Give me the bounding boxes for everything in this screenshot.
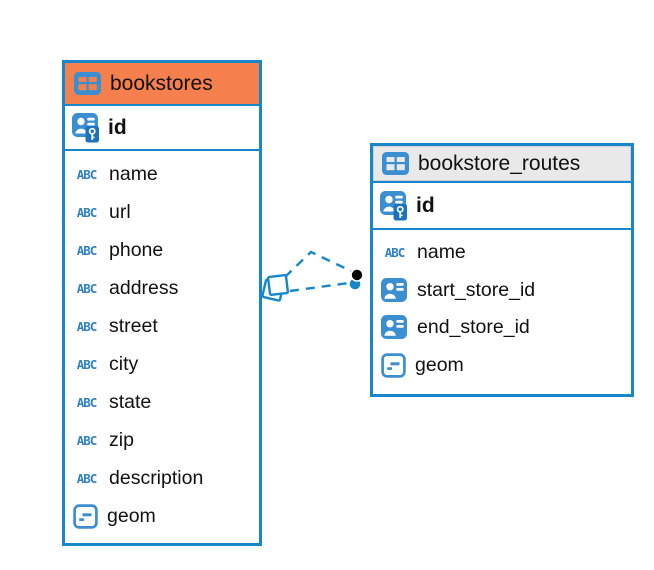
text-type-icon: ABC <box>76 242 98 258</box>
field-label: name <box>109 162 158 185</box>
field-label: phone <box>109 238 164 261</box>
table-title: bookstores <box>110 71 213 95</box>
field-label: url <box>109 200 131 223</box>
field-label: state <box>109 390 152 413</box>
text-type-icon: ABC <box>76 318 98 334</box>
double-square-marker[interactable] <box>261 273 290 302</box>
row-routes-id[interactable]: id <box>373 183 631 230</box>
field-label: zip <box>109 428 134 451</box>
person-key-icon <box>380 190 408 221</box>
table-bookstore-routes-header[interactable]: bookstore_routes <box>373 146 631 183</box>
text-type-icon: ABC <box>76 204 98 220</box>
row-routes-geom[interactable]: geom <box>373 347 631 385</box>
table-bookstores-header[interactable]: bookstores <box>65 63 259 106</box>
row-bookstores-geom[interactable]: geom <box>65 497 259 535</box>
row-bookstores-name[interactable]: ABC name <box>65 155 259 193</box>
table-bookstore-routes[interactable]: bookstore_routes id ABC <box>370 143 634 397</box>
field-list: ABC name start_store_id <box>373 230 631 388</box>
relationship-line[interactable] <box>284 250 352 278</box>
table-title: bookstore_routes <box>418 151 581 175</box>
field-label: description <box>109 466 204 489</box>
text-type-icon: ABC <box>76 470 98 486</box>
text-type-icon: ABC <box>76 166 98 182</box>
row-bookstores-address[interactable]: ABC address <box>65 269 259 307</box>
text-type-icon: ABC <box>384 245 406 261</box>
field-list: ABC name ABC url ABC phone ABC address A… <box>65 151 259 539</box>
row-bookstores-street[interactable]: ABC street <box>65 307 259 345</box>
field-label: end_store_id <box>417 316 530 339</box>
field-label: geom <box>415 353 464 376</box>
field-label: city <box>109 352 139 375</box>
row-bookstores-zip[interactable]: ABC zip <box>65 421 259 459</box>
relationship-line[interactable] <box>289 281 350 293</box>
primary-key-label: id <box>108 115 127 139</box>
geometry-type-icon <box>381 353 406 378</box>
geometry-type-icon <box>73 503 98 529</box>
row-bookstores-id[interactable]: id <box>65 106 259 151</box>
text-type-icon: ABC <box>76 356 98 372</box>
row-bookstores-phone[interactable]: ABC phone <box>65 231 259 269</box>
table-bookstores[interactable]: bookstores id ABC na <box>62 60 262 546</box>
foreign-key-icon <box>381 277 408 303</box>
row-bookstores-description[interactable]: ABC description <box>65 459 259 497</box>
row-bookstores-city[interactable]: ABC city <box>65 345 259 383</box>
person-key-icon <box>72 112 100 143</box>
stacked-dots-marker[interactable] <box>349 268 364 290</box>
table-icon <box>382 152 409 175</box>
text-type-icon: ABC <box>76 394 98 410</box>
row-routes-start-store-id[interactable]: start_store_id <box>373 272 631 310</box>
field-label: name <box>417 241 466 264</box>
row-routes-name[interactable]: ABC name <box>373 234 631 272</box>
field-label: address <box>109 276 179 299</box>
text-type-icon: ABC <box>76 432 98 448</box>
field-label: street <box>109 314 158 337</box>
text-type-icon: ABC <box>76 280 98 296</box>
row-bookstores-url[interactable]: ABC url <box>65 193 259 231</box>
field-label: geom <box>107 504 156 527</box>
foreign-key-icon <box>381 315 408 340</box>
row-routes-end-store-id[interactable]: end_store_id <box>373 309 631 347</box>
primary-key-label: id <box>416 193 435 217</box>
field-label: start_store_id <box>417 278 536 301</box>
table-icon <box>74 72 101 95</box>
row-bookstores-state[interactable]: ABC state <box>65 383 259 421</box>
